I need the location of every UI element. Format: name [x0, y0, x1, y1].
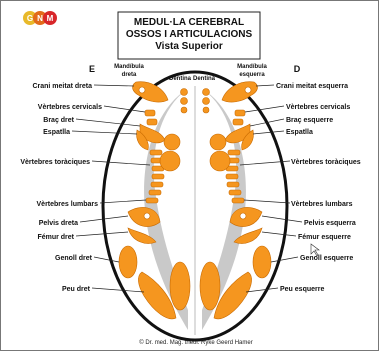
label-left-lumbars: Vèrtebres lumbars	[37, 201, 99, 208]
leader-left-brac	[76, 119, 140, 126]
label-right-espatlla: Espatlla	[286, 129, 313, 136]
leader-left-espatlla	[72, 131, 137, 134]
label-right-cervicals: Vèrtebres cervicals	[286, 104, 350, 111]
logo-letter-g: G	[27, 14, 33, 23]
label-mandibula-esquerra-1: Mandíbula	[237, 64, 267, 70]
right-labels: Crani meitat esquerra Vèrtebres cervical…	[276, 83, 361, 293]
leader-right-cervicals	[245, 106, 284, 112]
leader-right-lumbars	[244, 200, 290, 203]
title-box: MEDUL·LA CEREBRAL OSSOS I ARTICULACIONS …	[118, 12, 260, 59]
label-right-peu: Peu esquerre	[280, 286, 324, 293]
right-cervical-2	[233, 119, 243, 125]
side-letter-right: D	[294, 64, 301, 74]
leader-right-crani	[256, 85, 274, 86]
leader-right-femur	[262, 232, 296, 236]
left-pelvis-dot	[144, 213, 150, 219]
dentina-right-dot-1	[203, 89, 210, 96]
label-right-crani: Crani meitat esquerra	[276, 83, 348, 90]
left-lumbar-1	[149, 190, 161, 195]
right-mandibula-dot	[245, 87, 251, 93]
label-dentina-right: Dentina	[193, 76, 216, 82]
gnm-logo: G N M	[23, 11, 57, 25]
label-left-toraciques: Vèrtebres toràciques	[20, 159, 90, 166]
label-right-toraciques: Vèrtebres toràciques	[291, 159, 361, 166]
label-left-crani: Crani meitat dreta	[32, 83, 92, 90]
dentina-left-dot-1	[181, 89, 188, 96]
center-left-foot-oval	[170, 262, 190, 310]
leader-left-genoll	[94, 257, 119, 262]
leader-right-pelvis	[262, 216, 302, 222]
leader-right-genoll	[271, 257, 298, 262]
side-letter-left: E	[89, 64, 95, 74]
right-lumbar-2	[232, 198, 244, 203]
left-genoll	[119, 246, 137, 278]
leader-left-crani	[94, 85, 134, 86]
dentina-left-dot-3	[181, 107, 187, 113]
center-right-circle-lower	[210, 151, 230, 171]
title-line-1: MEDUL·LA CEREBRAL	[134, 17, 244, 28]
label-mandibula-dreta-2: dreta	[122, 72, 137, 78]
label-left-espatlla: Espatlla	[43, 129, 70, 136]
label-left-pelvis: Pelvis dreta	[39, 220, 78, 227]
right-cervical-1	[235, 110, 245, 116]
right-pelvis-dot	[240, 213, 246, 219]
dentina-left-dot-2	[181, 98, 188, 105]
leader-left-cervicals	[104, 106, 145, 112]
leader-left-femur	[76, 232, 128, 236]
right-thoracic-5	[227, 182, 239, 187]
label-right-genoll: Genoll esquerre	[300, 255, 353, 262]
left-thoracic-5	[151, 182, 163, 187]
label-right-femur: Fémur esquerre	[298, 234, 351, 241]
footer-copyright: © Dr. med. Mag. theol. Ryke Geerd Hamer	[139, 339, 252, 346]
left-thoracic-4	[152, 174, 164, 179]
left-mandibula-dot	[139, 87, 145, 93]
dentina-right-dot-3	[203, 107, 209, 113]
left-thoracic-1	[150, 150, 162, 155]
left-lumbar-2	[146, 198, 158, 203]
center-left-circle-upper	[164, 134, 180, 150]
leader-right-peu	[246, 288, 278, 292]
label-mandibula-esquerra-2: esquerra	[239, 72, 265, 78]
label-left-cervicals: Vèrtebres cervicals	[38, 104, 102, 111]
label-right-pelvis: Pelvis esquerra	[304, 220, 356, 227]
logo-letter-n: N	[37, 14, 43, 23]
logo-letter-m: M	[47, 14, 54, 23]
left-labels: Crani meitat dreta Vèrtebres cervicals B…	[20, 83, 102, 293]
left-cervical-2	[147, 119, 157, 125]
leader-left-lumbars	[100, 200, 146, 203]
center-left-circle-lower	[160, 151, 180, 171]
label-right-brac: Braç esquerre	[286, 117, 333, 124]
label-left-genoll: Genoll dret	[55, 255, 93, 262]
label-mandibula-dreta-1: Mandíbula	[114, 64, 144, 70]
right-thoracic-4	[226, 174, 238, 179]
leader-right-espatlla	[253, 131, 284, 134]
leader-left-peu	[92, 288, 144, 292]
center-right-foot-oval	[200, 262, 220, 310]
dentina-right-dot-2	[203, 98, 210, 105]
label-left-femur: Fémur dret	[37, 234, 74, 241]
center-right-circle-upper	[210, 134, 226, 150]
left-cervical-1	[145, 110, 155, 116]
leader-left-toraciques	[92, 161, 150, 165]
label-right-lumbars: Vèrtebres lumbars	[291, 201, 353, 208]
title-line-2: OSSOS I ARTICULACIONS	[126, 29, 253, 40]
label-left-brac: Braç dret	[43, 117, 74, 124]
right-lumbar-1	[229, 190, 241, 195]
title-line-3: Vista Superior	[155, 41, 223, 52]
right-thoracic-1	[228, 150, 240, 155]
label-left-peu: Peu dret	[62, 286, 91, 293]
right-genoll	[253, 246, 271, 278]
